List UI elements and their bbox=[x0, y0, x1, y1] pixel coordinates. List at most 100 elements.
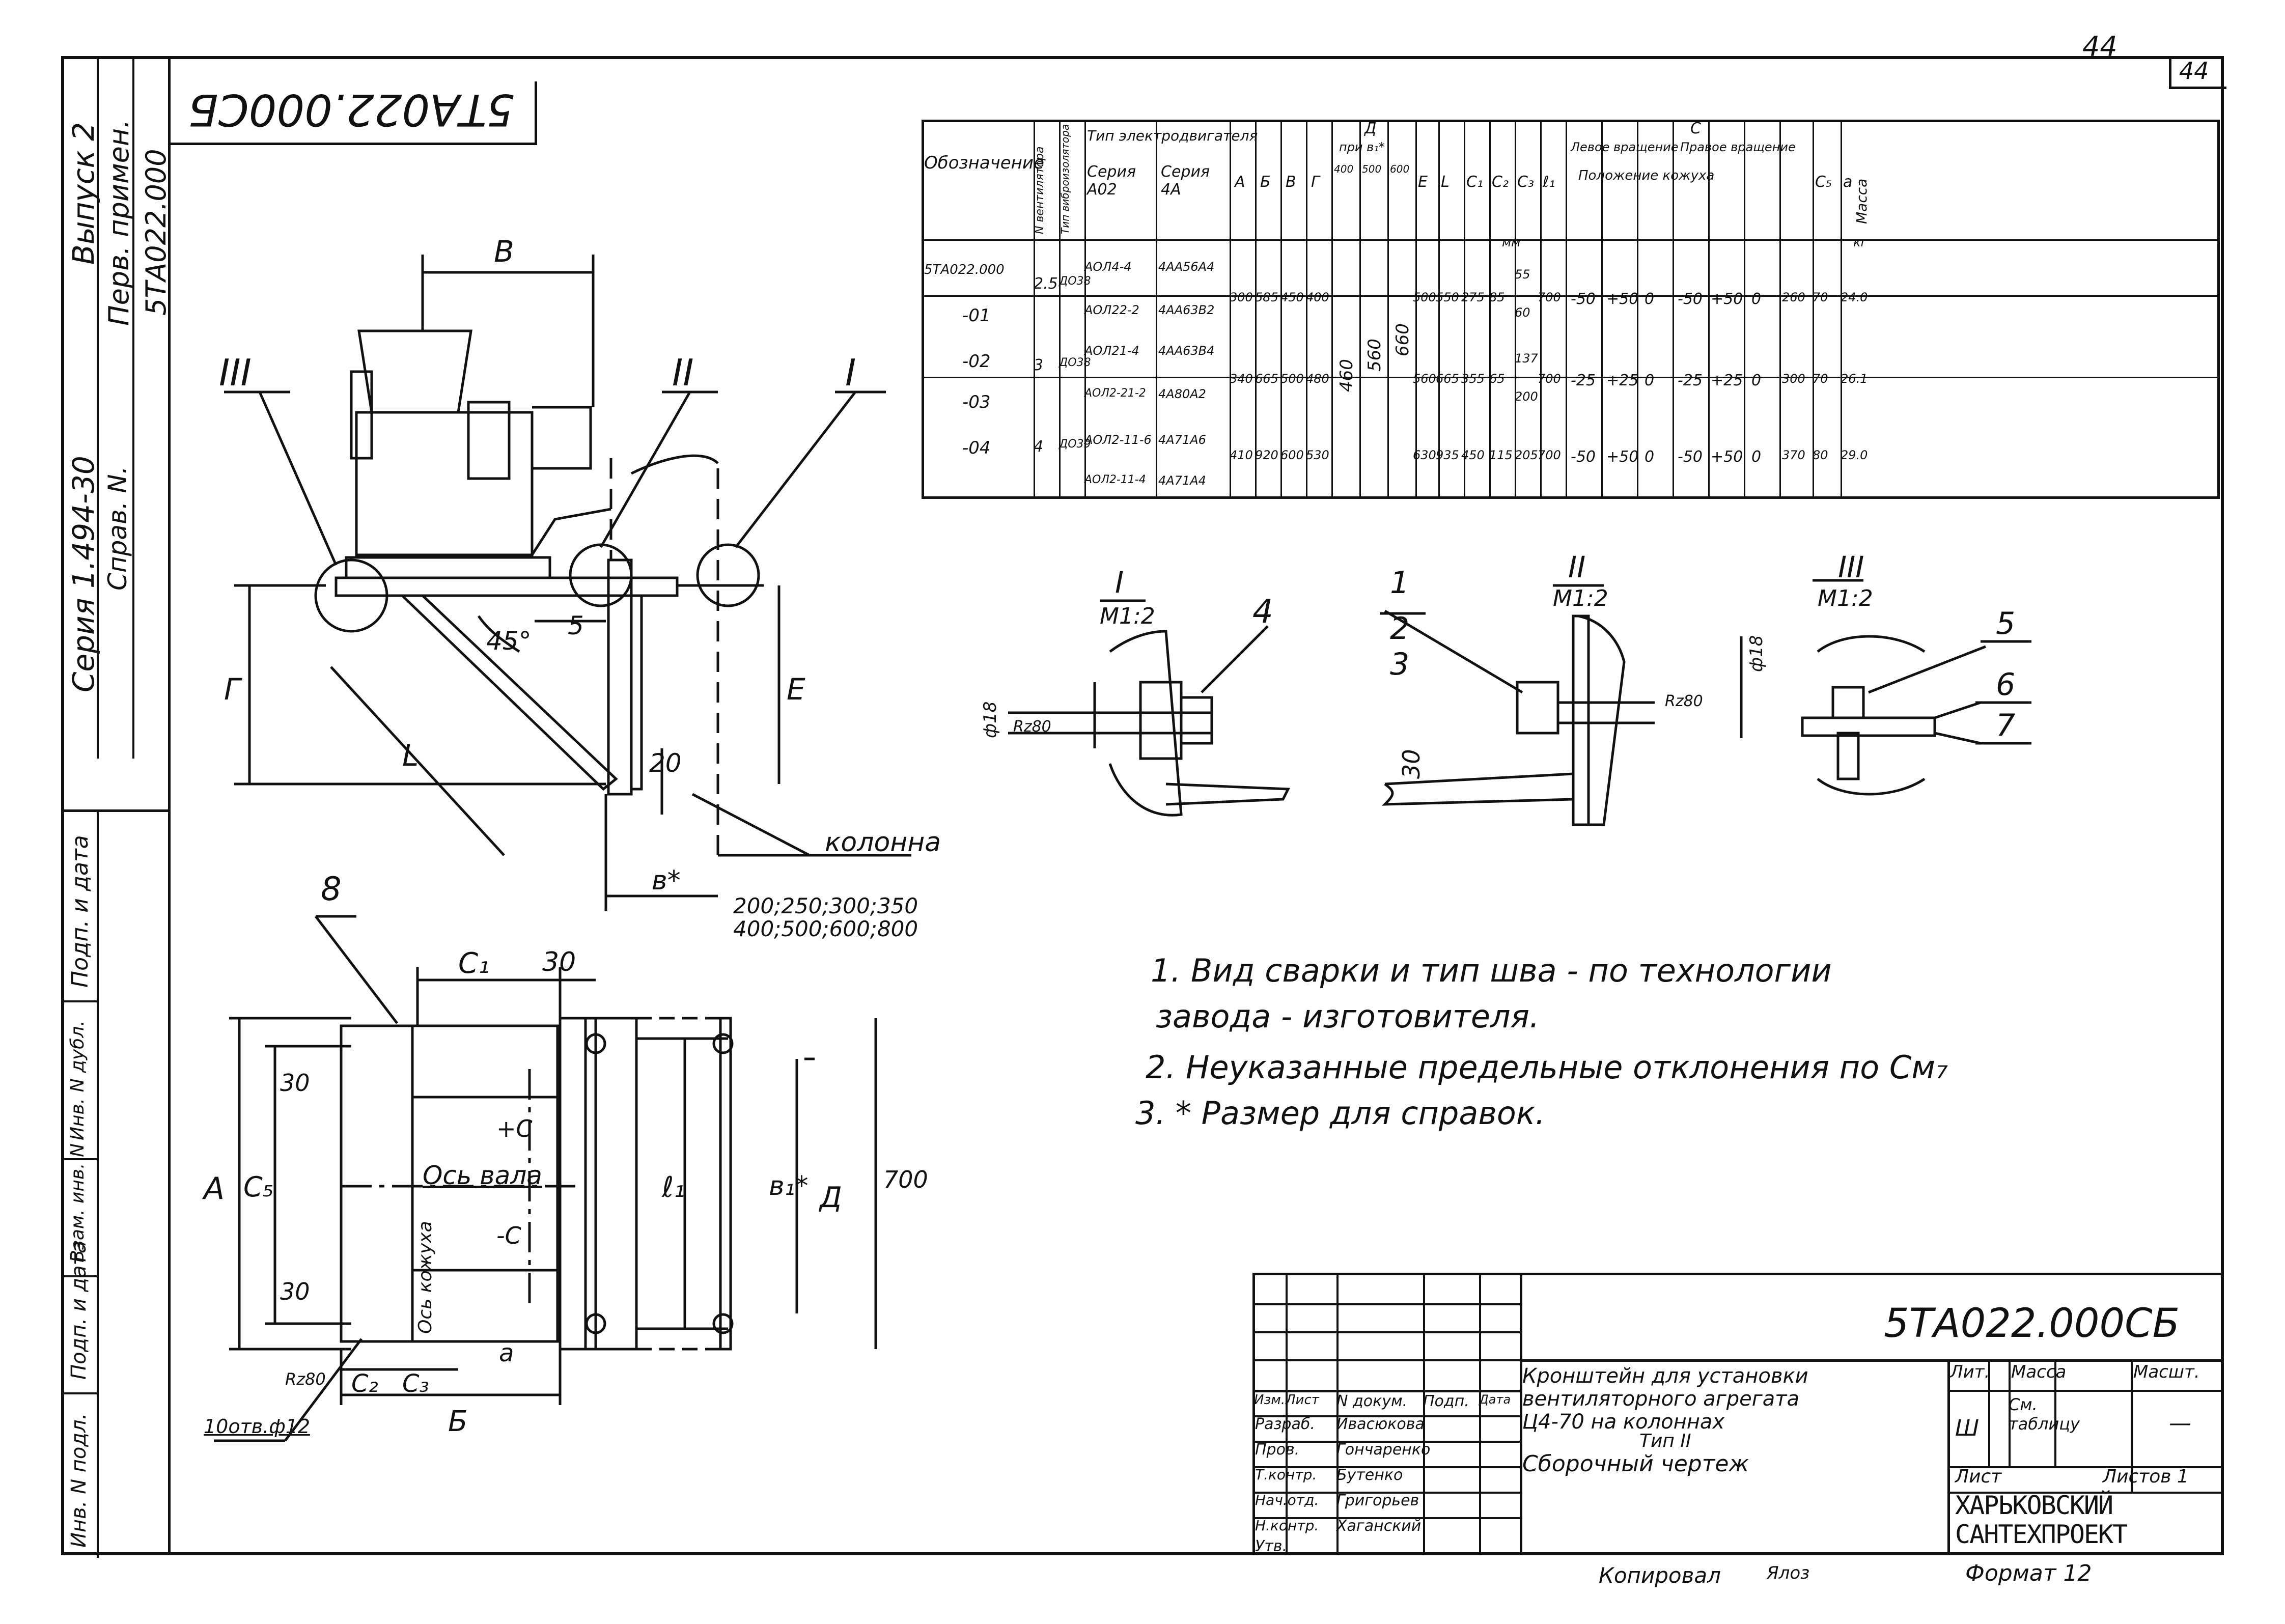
r0-C1: 275 bbox=[1461, 290, 1485, 304]
r0-cr2: +50 bbox=[1711, 290, 1743, 308]
r4-iso: ДО39 bbox=[1059, 438, 1091, 451]
th-D500: 500 bbox=[1362, 163, 1382, 175]
th-B: Б bbox=[1260, 173, 1271, 191]
detail-II-dia: ф18 bbox=[1746, 635, 1767, 672]
r1-a02: АОЛ22-2 bbox=[1084, 303, 1139, 317]
r2-des: -02 bbox=[962, 351, 991, 372]
dim-C3-plan: С₃ bbox=[402, 1369, 429, 1398]
r3-des: -03 bbox=[962, 392, 991, 412]
tb-role-0: Разраб. bbox=[1255, 1415, 1315, 1433]
format-label: Формат 12 bbox=[1965, 1560, 2092, 1586]
r2-A: 340 bbox=[1230, 372, 1253, 386]
th-C5: С₅ bbox=[1815, 173, 1832, 191]
detail-I-dia: ф18 bbox=[980, 701, 1000, 738]
drawing-frame bbox=[61, 56, 2224, 1555]
th-motor-type: Тип электродвигателя bbox=[1087, 127, 1258, 144]
th-series-a02: Серия А02 bbox=[1087, 163, 1136, 199]
r2-iso: ДО38 bbox=[1059, 356, 1091, 369]
r0-C5: 260 bbox=[1782, 290, 1805, 304]
left-strip-upper bbox=[61, 56, 168, 759]
r2-V: 500 bbox=[1280, 372, 1304, 386]
th-C: С bbox=[1690, 120, 1701, 137]
r0-cl3: 0 bbox=[1645, 290, 1655, 308]
r0-m: 24.0 bbox=[1841, 290, 1868, 304]
tb-col-list: Лист bbox=[1286, 1392, 1319, 1408]
r0-des: 5ТА022.000 bbox=[924, 262, 1005, 277]
detail-III-scale: М1:2 bbox=[1818, 585, 1873, 611]
rz-plan: Rz80 bbox=[285, 1369, 326, 1389]
holes-label: 10отв.ф12 bbox=[204, 1415, 311, 1438]
r4-V: 600 bbox=[1280, 448, 1304, 462]
r3-4a: 4А80А2 bbox=[1158, 387, 1206, 401]
column-sizes-2: 400;500;600;800 bbox=[733, 916, 918, 941]
r2-C2: 65 bbox=[1489, 372, 1505, 386]
r2-E: 560 bbox=[1413, 372, 1436, 386]
th-isolator: Тип виброизолятора bbox=[1059, 124, 1071, 234]
th-C3: С₃ bbox=[1517, 173, 1534, 191]
column-sizes-1: 200;250;300;350 bbox=[733, 893, 918, 918]
tb-org-2: САНТЕХПРОЕКТ bbox=[1955, 1520, 2128, 1549]
tb-name-3: Григорьев bbox=[1336, 1492, 1419, 1509]
th-right-rot: Правое вращение bbox=[1680, 140, 1796, 154]
r2-G: 480 bbox=[1306, 372, 1329, 386]
D-460: 460 bbox=[1336, 359, 1357, 392]
detail-I-callout: 4 bbox=[1252, 593, 1273, 631]
tb-title-4: Тип II bbox=[1639, 1431, 1691, 1451]
sheet-number-box bbox=[2169, 56, 2226, 89]
r4-C3: 205 bbox=[1515, 448, 1538, 462]
r4-cr2: +50 bbox=[1711, 448, 1743, 466]
tb-sheet-label: Лист bbox=[1955, 1466, 2002, 1487]
tb-col-izm: Изм. bbox=[1254, 1392, 1286, 1408]
sheet-number: 44 bbox=[2179, 57, 2209, 85]
r4-cl2: +50 bbox=[1606, 448, 1639, 466]
copied-label: Копировал bbox=[1599, 1563, 1721, 1588]
r2-cr3: 0 bbox=[1751, 372, 1762, 389]
r2-cl1: -25 bbox=[1571, 372, 1596, 389]
note-1b: завода - изготовителя. bbox=[1156, 998, 1540, 1035]
copied-by: Ялоз bbox=[1767, 1563, 1810, 1583]
th-mass: Масса bbox=[1853, 178, 1870, 224]
th-V: В bbox=[1286, 173, 1296, 191]
dim-a-plan: а bbox=[499, 1339, 514, 1367]
dim-D-plan: Д bbox=[820, 1181, 842, 1214]
detail-II-scale: М1:2 bbox=[1553, 585, 1608, 611]
plan-view bbox=[214, 915, 877, 1442]
dim-30-b: 30 bbox=[280, 1278, 310, 1305]
left-strip-lower bbox=[61, 809, 168, 1558]
dim-5-label: 5 bbox=[568, 611, 584, 640]
r4-cl3: 0 bbox=[1645, 448, 1655, 466]
tb-col-doc: N докум. bbox=[1336, 1392, 1408, 1410]
D-560: 560 bbox=[1364, 339, 1385, 372]
dim-B-label: В bbox=[494, 234, 514, 269]
r5-a02: АОЛ2-11-4 bbox=[1084, 473, 1146, 486]
r0-cr1: -50 bbox=[1678, 290, 1703, 308]
detail-II-title: II bbox=[1568, 550, 1586, 584]
th-G: Г bbox=[1311, 173, 1320, 191]
th-l1: ℓ₁ bbox=[1543, 173, 1555, 191]
r0-C3: 55 bbox=[1515, 267, 1530, 282]
D-660: 660 bbox=[1392, 323, 1413, 356]
dim-l1-plan: ℓ₁ bbox=[662, 1171, 685, 1204]
r2-cl3: 0 bbox=[1645, 372, 1655, 389]
dim-700-plan: 700 bbox=[883, 1166, 928, 1193]
r0-l1: 700 bbox=[1538, 290, 1561, 304]
dim-G-label: Г bbox=[224, 672, 241, 707]
th-left-rot: Левое вращение bbox=[1571, 140, 1679, 154]
tb-title-5: Сборочный чертеж bbox=[1522, 1451, 1749, 1477]
main-view bbox=[224, 255, 911, 911]
detail-III-drawing bbox=[1801, 579, 2031, 796]
th-D-sub: при в₁* bbox=[1339, 140, 1385, 154]
r4-C2: 115 bbox=[1489, 448, 1513, 462]
r4-C1: 450 bbox=[1461, 448, 1485, 462]
dim-C5-plan: С₅ bbox=[243, 1171, 274, 1203]
r4-4a: 4А71А6 bbox=[1158, 433, 1206, 447]
r4-cr3: 0 bbox=[1751, 448, 1762, 466]
r2-B: 665 bbox=[1255, 372, 1278, 386]
detail-III-c5: 5 bbox=[1996, 606, 2016, 641]
dim-C1-plan: С₁ bbox=[458, 947, 490, 980]
r0-cr3: 0 bbox=[1751, 290, 1762, 308]
th-casing-pos: Положение кожуха bbox=[1578, 168, 1715, 183]
dim-b1-plan: в₁* bbox=[769, 1171, 809, 1201]
r4-des: -04 bbox=[962, 438, 991, 458]
